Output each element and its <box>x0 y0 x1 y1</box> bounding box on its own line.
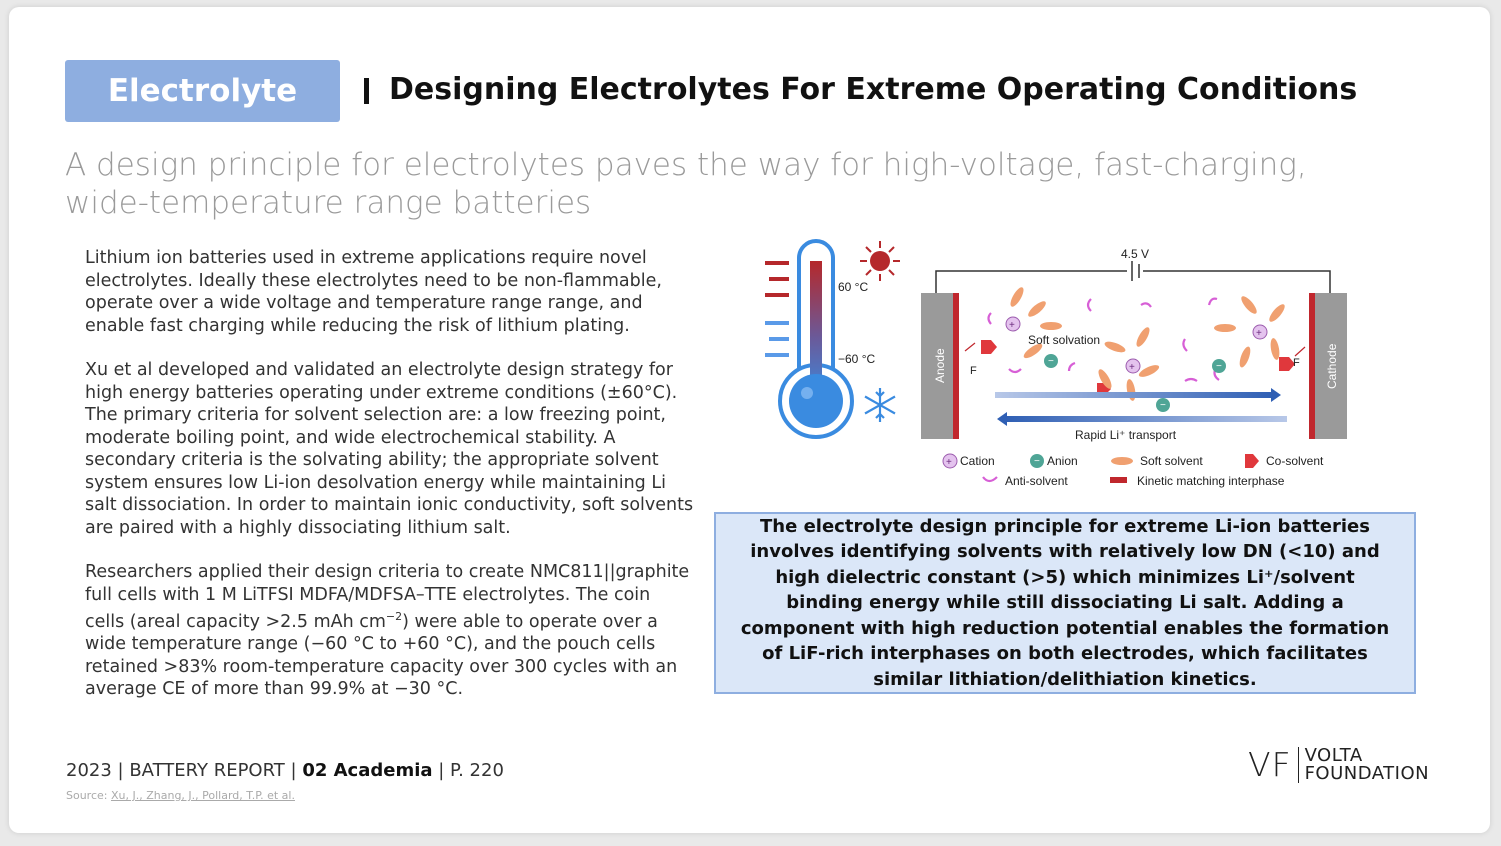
soft-solvation-label: Soft solvation <box>1028 333 1100 347</box>
svg-text:−: − <box>1034 456 1040 467</box>
svg-text:+: + <box>946 457 952 468</box>
cathode-label: Cathode <box>1325 343 1339 389</box>
paragraph-1: Lithium ion batteries used in extreme ap… <box>85 248 662 336</box>
paragraph-3-part-b: ) were able to operate over a wide tempe… <box>85 611 678 700</box>
sun-icon <box>860 241 900 281</box>
body-text: Lithium ion batteries used in extreme ap… <box>85 247 695 723</box>
anode-label: Anode <box>933 348 947 383</box>
co-solvent-marker <box>1279 357 1295 371</box>
paragraph-2: Xu et al developed and validated an elec… <box>85 360 694 538</box>
legend-anti-solvent: Anti-solvent <box>1005 474 1068 488</box>
voltage-label: 4.5 V <box>1121 247 1149 261</box>
anion-icons: − − − <box>1044 354 1226 412</box>
logo-divider <box>1297 746 1299 783</box>
cold-bars <box>765 321 789 357</box>
source-link[interactable]: Xu, J., Zhang, J., Pollard, T.P. et al. <box>110 789 295 802</box>
cation-icons: + + + <box>1005 316 1268 374</box>
source-line: Source: Xu, J., Zhang, J., Pollard, T.P.… <box>66 789 295 802</box>
soft-solvent-molecules <box>1010 287 1285 401</box>
transport-arrows <box>995 388 1287 426</box>
svg-text:+: + <box>1256 328 1262 339</box>
footer-page: | P. 220 <box>432 760 504 781</box>
page-title: Designing Electrolytes For Extreme Opera… <box>389 72 1358 107</box>
summary-callout-text: The electrolyte design principle for ext… <box>740 515 1390 690</box>
logo-line-2: FOUNDATION <box>1304 762 1430 784</box>
footer: 2023 | BATTERY REPORT | 02 Academia | P.… <box>66 760 504 781</box>
volta-foundation-logo: VF VOLTA FOUNDATION <box>1248 745 1429 784</box>
cathode-electrode <box>1315 293 1347 439</box>
logo-mark: VF <box>1248 745 1292 784</box>
legend-cation: Cation <box>960 454 995 468</box>
legend-co-solvent: Co-solvent <box>1266 454 1324 468</box>
anode-f-label: F <box>970 365 977 377</box>
svg-text:−: − <box>1160 400 1166 411</box>
anode-interphase <box>953 293 959 439</box>
legend-soft-solvent: Soft solvent <box>1140 454 1203 468</box>
source-label: Source: <box>66 789 111 802</box>
svg-text:−: − <box>1216 361 1222 372</box>
transport-label: Rapid Li⁺ transport <box>1075 428 1177 442</box>
section-tag: Electrolyte <box>65 60 340 122</box>
page-subtitle: A design principle for electrolytes pave… <box>65 147 1307 221</box>
cathode-f-label: F <box>1293 357 1300 369</box>
circuit-wire <box>935 261 1331 293</box>
paragraph-3: Researchers applied their design criteri… <box>85 561 695 701</box>
svg-text:+: + <box>1129 362 1135 373</box>
snowflake-icon <box>864 388 896 422</box>
cold-label: −60 °C <box>838 352 875 366</box>
footer-report: 2023 | BATTERY REPORT | <box>66 760 303 781</box>
logo-line-1: VOLTA <box>1304 744 1363 766</box>
summary-callout: The electrolyte design principle for ext… <box>714 512 1416 694</box>
anode-electrode <box>921 293 953 439</box>
co-solvent-marker <box>981 340 997 354</box>
title-separator <box>364 78 369 104</box>
hot-bars <box>765 261 789 297</box>
footer-section: 02 Academia <box>302 760 433 781</box>
thermometer-icon <box>778 239 854 439</box>
paragraph-3-part-a: Researchers applied their design criteri… <box>85 562 690 632</box>
legend-interphase: Kinetic matching interphase <box>1137 474 1285 488</box>
svg-text:+: + <box>1009 320 1015 331</box>
hot-label: 60 °C <box>838 280 868 294</box>
anti-solvent-molecules <box>987 297 1220 382</box>
cathode-interphase <box>1309 293 1315 439</box>
legend-anion: Anion <box>1047 454 1078 468</box>
legend: + Cation − Anion Soft solvent Co-solvent… <box>942 453 1324 488</box>
electrolyte-diagram: 60 °C −60 °C 4.5 V Anode Cathode F F <box>765 239 1347 488</box>
svg-text:−: − <box>1048 356 1054 367</box>
logo-text: VOLTA FOUNDATION <box>1304 744 1430 784</box>
paragraph-3-sup: −2 <box>385 610 403 623</box>
